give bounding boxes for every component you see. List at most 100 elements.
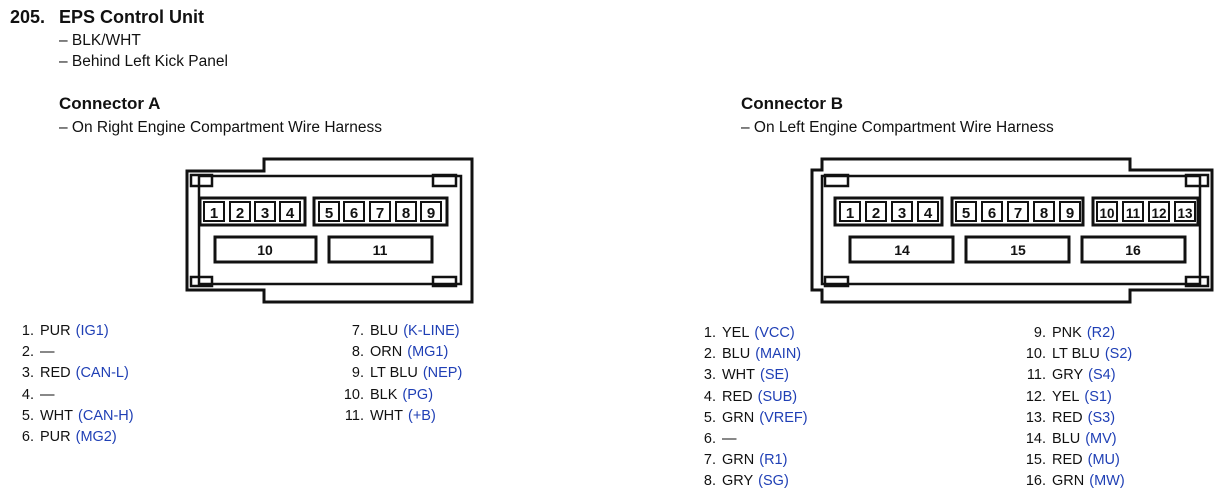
cavity-label: 16: [1125, 242, 1141, 258]
signal-name: (R1): [759, 452, 788, 469]
signal-name: (MV): [1085, 431, 1117, 448]
cavity-label: 11: [1126, 206, 1141, 221]
connector-b-pin-row: 6.—: [700, 429, 808, 450]
cavity-7: [1007, 201, 1029, 222]
connector-b-pin-group: [833, 196, 944, 227]
cavity-label: 5: [325, 205, 333, 222]
cavity-11: [327, 235, 434, 264]
cavity-label: 1: [210, 205, 218, 222]
wire-color: WHT: [40, 407, 74, 424]
signal-name: (S2): [1104, 346, 1133, 363]
cavity-label: 9: [427, 205, 435, 222]
signal-name: (S4): [1088, 367, 1116, 384]
cavity-label: 11: [373, 242, 388, 258]
connector-a-pin-row: 11.WHT(+B): [340, 406, 462, 427]
pin-number: 14.: [1025, 431, 1046, 448]
connector-a-pin-row: 7.BLU(K-LINE): [340, 321, 462, 342]
connector-b-lock-tab: [823, 275, 850, 288]
cavity-5: [955, 201, 977, 222]
wire-color: YEL: [722, 325, 750, 341]
pin-number: 11.: [1026, 367, 1046, 384]
pin-number: 4.: [703, 388, 716, 405]
cavity-7: [369, 201, 391, 222]
component-color-note: – BLK/WHT: [59, 32, 141, 49]
wire-color: ORN: [370, 344, 403, 361]
connector-b-pin-list-1: 1.YEL(VCC)2.BLU(MAIN)3.WHT(SE)4.RED(SUB)…: [700, 323, 808, 493]
cavity-3: [891, 201, 913, 222]
wire-color: RED: [40, 365, 71, 382]
cavity-label: 10: [257, 242, 273, 258]
connector-a-pin-row: 1.PUR(IG1): [18, 321, 134, 342]
cavity-label: 2: [872, 205, 880, 222]
pin-number: 15.: [1025, 452, 1046, 469]
wire-color: —: [722, 431, 737, 448]
pin-number: 3.: [703, 367, 716, 384]
wire-color: LT BLU: [370, 365, 418, 382]
cavity-8: [1033, 201, 1055, 222]
cavity-11: [1122, 201, 1144, 222]
wire-color: BLK: [370, 386, 398, 403]
connector-b-lock-tab: [1184, 173, 1210, 188]
section-number: 205.: [10, 7, 46, 27]
wire-color: LT BLU: [1052, 346, 1100, 363]
cavity-label: 4: [924, 205, 933, 222]
pin-number: 3.: [21, 365, 34, 382]
wire-color: PNK: [1052, 325, 1082, 341]
component-location-note: – Behind Left Kick Panel: [59, 53, 228, 70]
connector-a-pin-row: 9. LT BLU(NEP): [340, 363, 462, 384]
pin-number: 2.: [703, 346, 716, 363]
signal-name: (MW): [1089, 473, 1125, 490]
signal-name: (PG): [402, 386, 434, 403]
wire-color: GRY: [722, 473, 754, 490]
signal-name: (CAN-L): [75, 365, 129, 382]
cavity-6: [343, 201, 365, 222]
cavity-label: 15: [1010, 242, 1026, 258]
pin-number: 8.: [703, 473, 716, 490]
cavity-label: 13: [1177, 206, 1193, 221]
connector-b-pin-row: 9.PNK(R2): [1022, 323, 1132, 344]
connector-a-pin-row: 10.BLK(PG): [340, 385, 462, 406]
connector-b-pin-row: 8.GRY(SG): [700, 471, 808, 492]
wire-color: RED: [722, 388, 753, 405]
connector-b-housing: [810, 157, 1214, 304]
wire-color: BLU: [370, 323, 399, 339]
wire-color: GRN: [1052, 473, 1085, 490]
signal-name: (MG2): [75, 429, 117, 446]
pin-number: 2.: [21, 344, 34, 361]
connector-a-pin-list-1: 1.PUR(IG1)2.—3.RED(CAN-L)4.—5.WHT(CAN-H)…: [18, 321, 134, 448]
signal-name: (NEP): [422, 365, 463, 382]
connector-b-pin-row: 15.RED(MU): [1022, 450, 1132, 471]
connector-b-lock-tab: [823, 173, 850, 188]
cavity-13: [1174, 201, 1196, 222]
wire-color: RED: [1052, 409, 1083, 426]
connector-b-pin-row: 13.RED(S3): [1022, 408, 1132, 429]
connector-a-lock-tab: [431, 173, 458, 188]
cavity-1: [203, 201, 225, 222]
connector-b-pin-group: [950, 196, 1085, 227]
cavity-9: [420, 201, 442, 222]
cavity-label: 1: [846, 205, 854, 222]
cavity-15: [964, 235, 1071, 264]
wire-color: GRY: [1052, 367, 1084, 384]
pin-number: 13.: [1025, 409, 1046, 426]
connector-a-location: – On Right Engine Compartment Wire Harne…: [59, 119, 383, 136]
connector-b-pin-row: 14. BLU(MV): [1022, 429, 1132, 450]
wire-color: BLU: [1052, 431, 1081, 448]
pin-number: 9.: [351, 365, 364, 382]
connector-b-pin-row: 10.LT BLU(S2): [1022, 344, 1132, 365]
signal-name: (R2): [1086, 325, 1116, 341]
pin-number: 4.: [21, 386, 34, 403]
connector-b-inner-wall: [820, 174, 1202, 286]
cavity-8: [395, 201, 417, 222]
cavity-label: 14: [894, 242, 910, 258]
cavity-label: 7: [376, 205, 384, 222]
connector-b-pin-row: 16.GRN(MW): [1022, 471, 1132, 492]
signal-name: (IG1): [75, 323, 109, 339]
connector-a-pin-group: [312, 196, 449, 227]
wire-color: WHT: [722, 367, 756, 384]
connector-b-pin-row: 5.GRN(VREF): [700, 408, 808, 429]
connector-a-lock-tab: [431, 275, 458, 288]
cavity-4: [917, 201, 939, 222]
cavity-12: [1148, 201, 1170, 222]
